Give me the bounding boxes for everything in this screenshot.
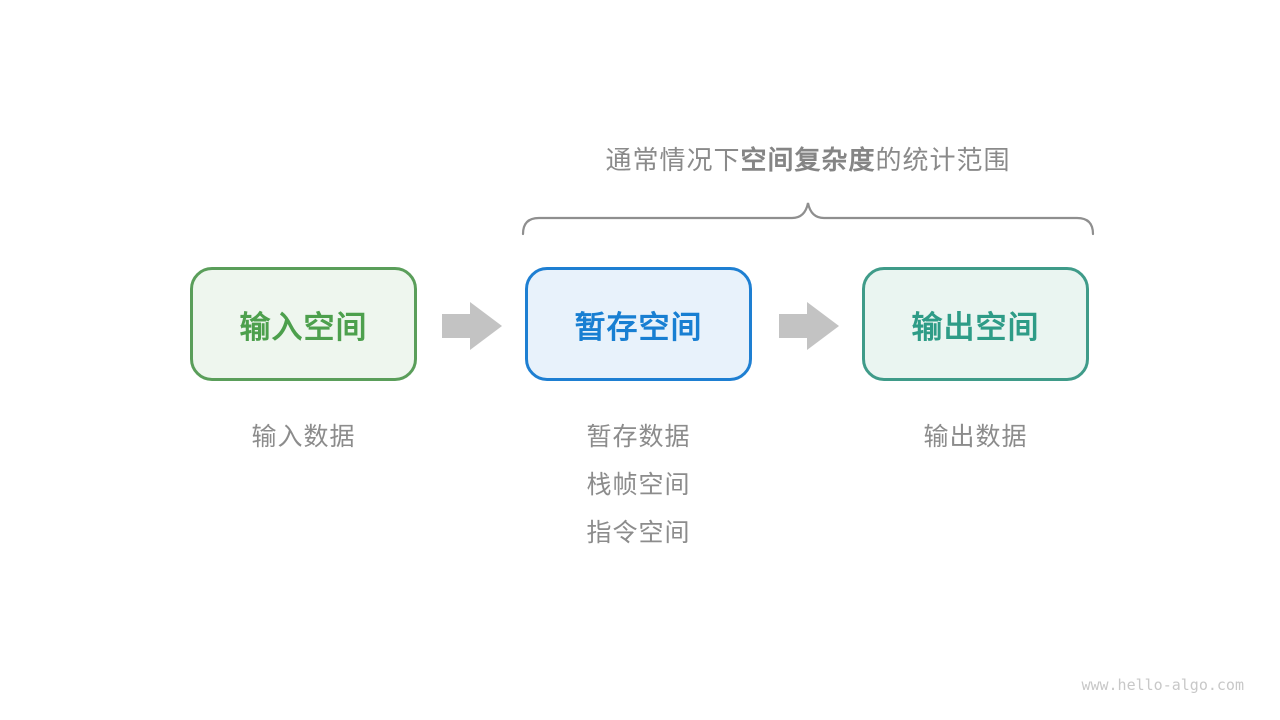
arrow-right-icon xyxy=(442,302,502,350)
title-bold-term: 空间复杂度 xyxy=(740,145,876,175)
watermark: www.hello-algo.com xyxy=(1081,676,1244,694)
box-input-space: 输入空间 xyxy=(190,267,417,381)
box-temp-space-label: 暂存空间 xyxy=(574,309,703,345)
note-temp-data: 暂存数据 xyxy=(586,423,691,451)
diagram-title: 通常情况下空间复杂度的统计范围 xyxy=(520,143,1096,177)
note-stack-frame-space: 栈帧空间 xyxy=(586,471,691,499)
box-output-space-label: 输出空间 xyxy=(911,309,1040,345)
note-output-data: 输出数据 xyxy=(923,423,1028,451)
box-output-space: 输出空间 xyxy=(862,267,1089,381)
box-input-space-label: 输入空间 xyxy=(239,309,368,345)
scope-brace xyxy=(521,202,1095,236)
note-input-data: 输入数据 xyxy=(251,423,356,451)
title-suffix: 的统计范围 xyxy=(875,145,1011,175)
note-instruction-space: 指令空间 xyxy=(586,519,691,547)
title-prefix: 通常情况下 xyxy=(605,145,741,175)
arrow-right-icon xyxy=(779,302,839,350)
box-temp-space: 暂存空间 xyxy=(525,267,752,381)
